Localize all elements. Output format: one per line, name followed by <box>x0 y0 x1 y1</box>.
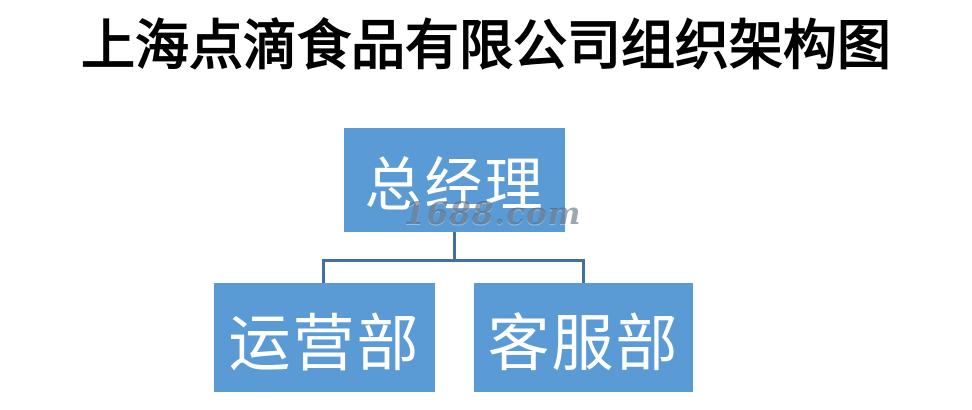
watermark-text: 1688.com <box>404 196 582 232</box>
org-node-label: 总经理 <box>364 151 545 219</box>
org-node-operations[interactable]: 运营部 <box>214 283 435 392</box>
org-node-label: 运营部 <box>228 306 421 380</box>
org-node-customer-service[interactable]: 客服部 <box>474 283 693 392</box>
org-node-label: 客服部 <box>487 306 680 380</box>
page-title: 上海点滴食品有限公司组织架构图 <box>81 14 891 77</box>
org-node-general-manager[interactable]: 总经理 <box>344 128 565 232</box>
